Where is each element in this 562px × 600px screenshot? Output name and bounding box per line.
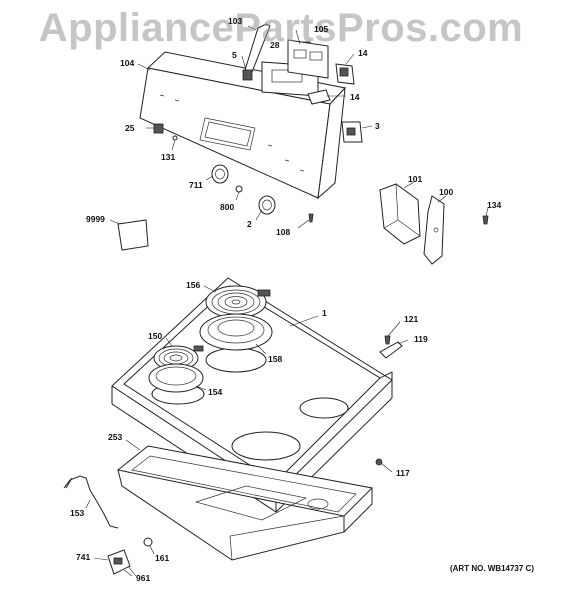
- drip-pan-part-154: [148, 363, 204, 393]
- callout-101: 101: [408, 174, 423, 184]
- hinge-part-119: [379, 341, 403, 359]
- callout-158: 158: [268, 354, 283, 364]
- callout-156: 156: [186, 280, 201, 290]
- leader-lines: [85, 25, 489, 577]
- callout-103: 103: [228, 16, 243, 26]
- art-number: (ART NO. WB14737 C): [449, 564, 534, 573]
- callout-105: 105: [314, 24, 329, 34]
- callout-150: 150: [148, 331, 163, 341]
- literature-part-9999: [117, 219, 149, 251]
- part-800: [235, 185, 243, 193]
- callout-14-lower: 14: [350, 92, 360, 102]
- callout-9999: 9999: [86, 214, 105, 224]
- indicator-light-part-25: [153, 123, 164, 134]
- callout-711: 711: [189, 180, 203, 190]
- callout-2: 2: [247, 219, 252, 229]
- callout-153: 153: [70, 508, 85, 518]
- screw-part-121: [384, 335, 391, 345]
- bracket-part-100: [423, 195, 445, 265]
- part-108: [308, 213, 314, 223]
- callout-117: 117: [396, 468, 410, 478]
- callout-1: 1: [322, 308, 327, 318]
- callout-154: 154: [208, 387, 223, 397]
- bracket-part-101: [379, 183, 421, 245]
- callout-134: 134: [487, 200, 502, 210]
- callout-14-top: 14: [358, 48, 368, 58]
- callout-741: 741: [76, 552, 91, 562]
- screw-part-134: [482, 215, 489, 225]
- terminal-block-part-741: [107, 549, 131, 575]
- bracket-part-103: [242, 23, 271, 81]
- screw-part-131: [172, 135, 178, 141]
- callout-3: 3: [375, 121, 380, 131]
- callout-121: 121: [404, 314, 419, 324]
- knob-part-2: [258, 195, 276, 215]
- wire-part-153: [63, 475, 119, 529]
- clip-part-14: [307, 89, 331, 105]
- burner-box-part-253: [116, 445, 374, 561]
- callout-28: 28: [270, 40, 280, 50]
- switch-part-14: [335, 63, 355, 85]
- callout-108: 108: [276, 227, 291, 237]
- callout-119: 119: [414, 334, 428, 344]
- callout-100: 100: [439, 187, 454, 197]
- callout-961: 961: [136, 573, 151, 583]
- knob-part-711: [211, 164, 229, 184]
- wire-part-961: [127, 565, 137, 577]
- infinite-switch-part-3: [341, 121, 363, 143]
- clip-part-117: [375, 458, 383, 466]
- callout-800: 800: [220, 202, 235, 212]
- callout-161: 161: [155, 553, 170, 563]
- callout-25: 25: [125, 123, 135, 133]
- surface-element-part-156: [205, 285, 271, 319]
- part-161: [143, 537, 153, 547]
- callout-131: 131: [161, 152, 176, 162]
- control-board-part-105: [287, 39, 329, 79]
- callout-253: 253: [108, 432, 123, 442]
- callout-5: 5: [232, 50, 237, 60]
- callout-104: 104: [120, 58, 135, 68]
- drip-pan-part-158: [199, 313, 273, 351]
